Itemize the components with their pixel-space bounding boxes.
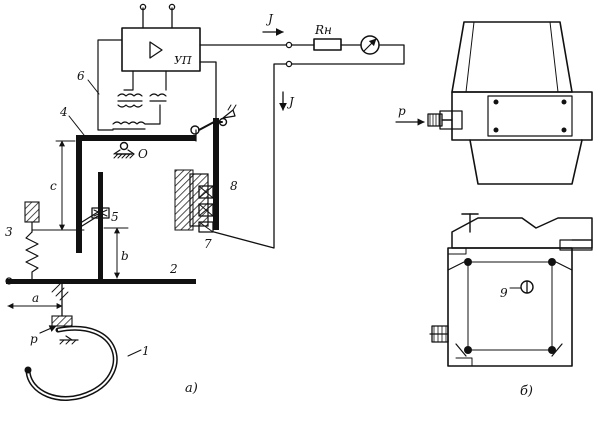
label-6: 6 bbox=[77, 69, 85, 83]
label-7: 7 bbox=[204, 237, 212, 251]
current-arrows bbox=[262, 28, 287, 111]
dim-c-label: c bbox=[50, 179, 57, 193]
dim-a-label: a bbox=[32, 291, 39, 305]
label-4: 4 bbox=[59, 105, 68, 119]
label-3: 3 bbox=[5, 225, 13, 239]
leader-1 bbox=[127, 349, 142, 357]
lever-4 bbox=[76, 121, 215, 253]
transformer-coils bbox=[87, 39, 167, 131]
balancing-arm bbox=[174, 104, 237, 233]
pivot-label: O bbox=[138, 147, 148, 161]
leader-4 bbox=[68, 115, 85, 136]
amplifier-block bbox=[121, 3, 201, 72]
spring-3 bbox=[24, 201, 83, 281]
meter-icon bbox=[360, 35, 380, 55]
pressure-left-label: p bbox=[30, 332, 38, 346]
label-1: 1 bbox=[142, 344, 150, 358]
current-side-label: J bbox=[286, 95, 295, 109]
sensing-element-1 bbox=[24, 283, 118, 401]
label-5: 5 bbox=[111, 210, 119, 224]
lever-2 bbox=[5, 277, 196, 285]
dimension-b bbox=[103, 227, 129, 279]
caption-a: a) bbox=[185, 381, 198, 396]
caption-b: б) bbox=[520, 384, 533, 399]
pressure-right-label: p bbox=[398, 104, 406, 118]
amp-label: УП bbox=[174, 54, 192, 67]
load-label: Rн bbox=[314, 23, 332, 37]
rod-5 bbox=[81, 172, 110, 282]
dim-b-label: b bbox=[121, 249, 129, 263]
label-9: 9 bbox=[500, 286, 508, 300]
current-top-label: J bbox=[265, 12, 274, 26]
label-2: 2 bbox=[169, 262, 178, 276]
housing-front-view bbox=[429, 213, 593, 367]
label-8: 8 bbox=[230, 179, 238, 193]
housing-top-view bbox=[395, 21, 593, 185]
output-circuit bbox=[199, 35, 405, 249]
